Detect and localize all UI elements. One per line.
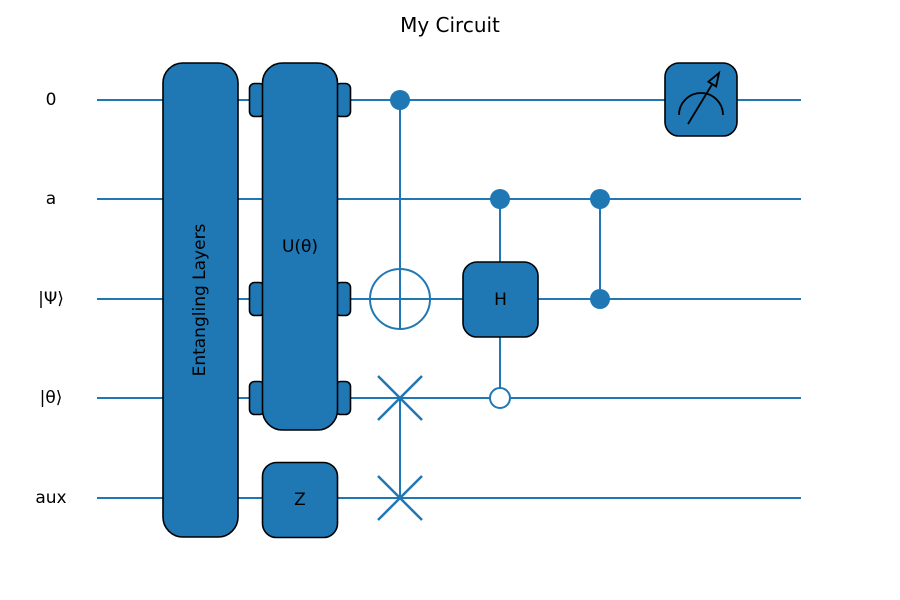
u-theta-box — [261, 62, 339, 431]
swap-x-bottom-icon — [377, 475, 423, 521]
entangling-layers-label: Entangling Layers — [190, 223, 210, 376]
wire-label-0: 0 — [46, 90, 57, 110]
wire-label-a: a — [46, 189, 56, 209]
h-gate-label: H — [494, 290, 507, 310]
entangling-layers-gate: Entangling Layers — [162, 62, 239, 538]
swap-x-top-icon — [377, 375, 423, 421]
wire-label-aux: aux — [35, 488, 66, 508]
gauge-icon — [678, 70, 724, 125]
h-gate-box — [462, 261, 539, 338]
measurement-box — [664, 62, 738, 137]
cnot-control-dot — [390, 90, 410, 110]
cz-control-dot-a — [590, 189, 610, 209]
measurement-gate — [664, 62, 738, 137]
z-gate: Z — [261, 461, 339, 539]
u-theta-gate: U(θ) — [248, 62, 352, 431]
z-gate-box — [261, 461, 339, 539]
wire-label-psi: |Ψ⟩ — [38, 289, 64, 309]
entangling-layers-box — [162, 62, 239, 538]
cz-control-dot-psi — [590, 289, 610, 309]
u-theta-label: U(θ) — [282, 237, 318, 257]
h-open-control-icon — [489, 387, 511, 409]
h-control-dot — [490, 189, 510, 209]
wire-label-theta: |θ⟩ — [40, 388, 63, 408]
z-gate-label: Z — [294, 490, 306, 510]
controlled-h-gate: H — [462, 189, 539, 409]
figure-title: My Circuit — [400, 13, 500, 37]
cnot-target-icon — [369, 268, 431, 330]
